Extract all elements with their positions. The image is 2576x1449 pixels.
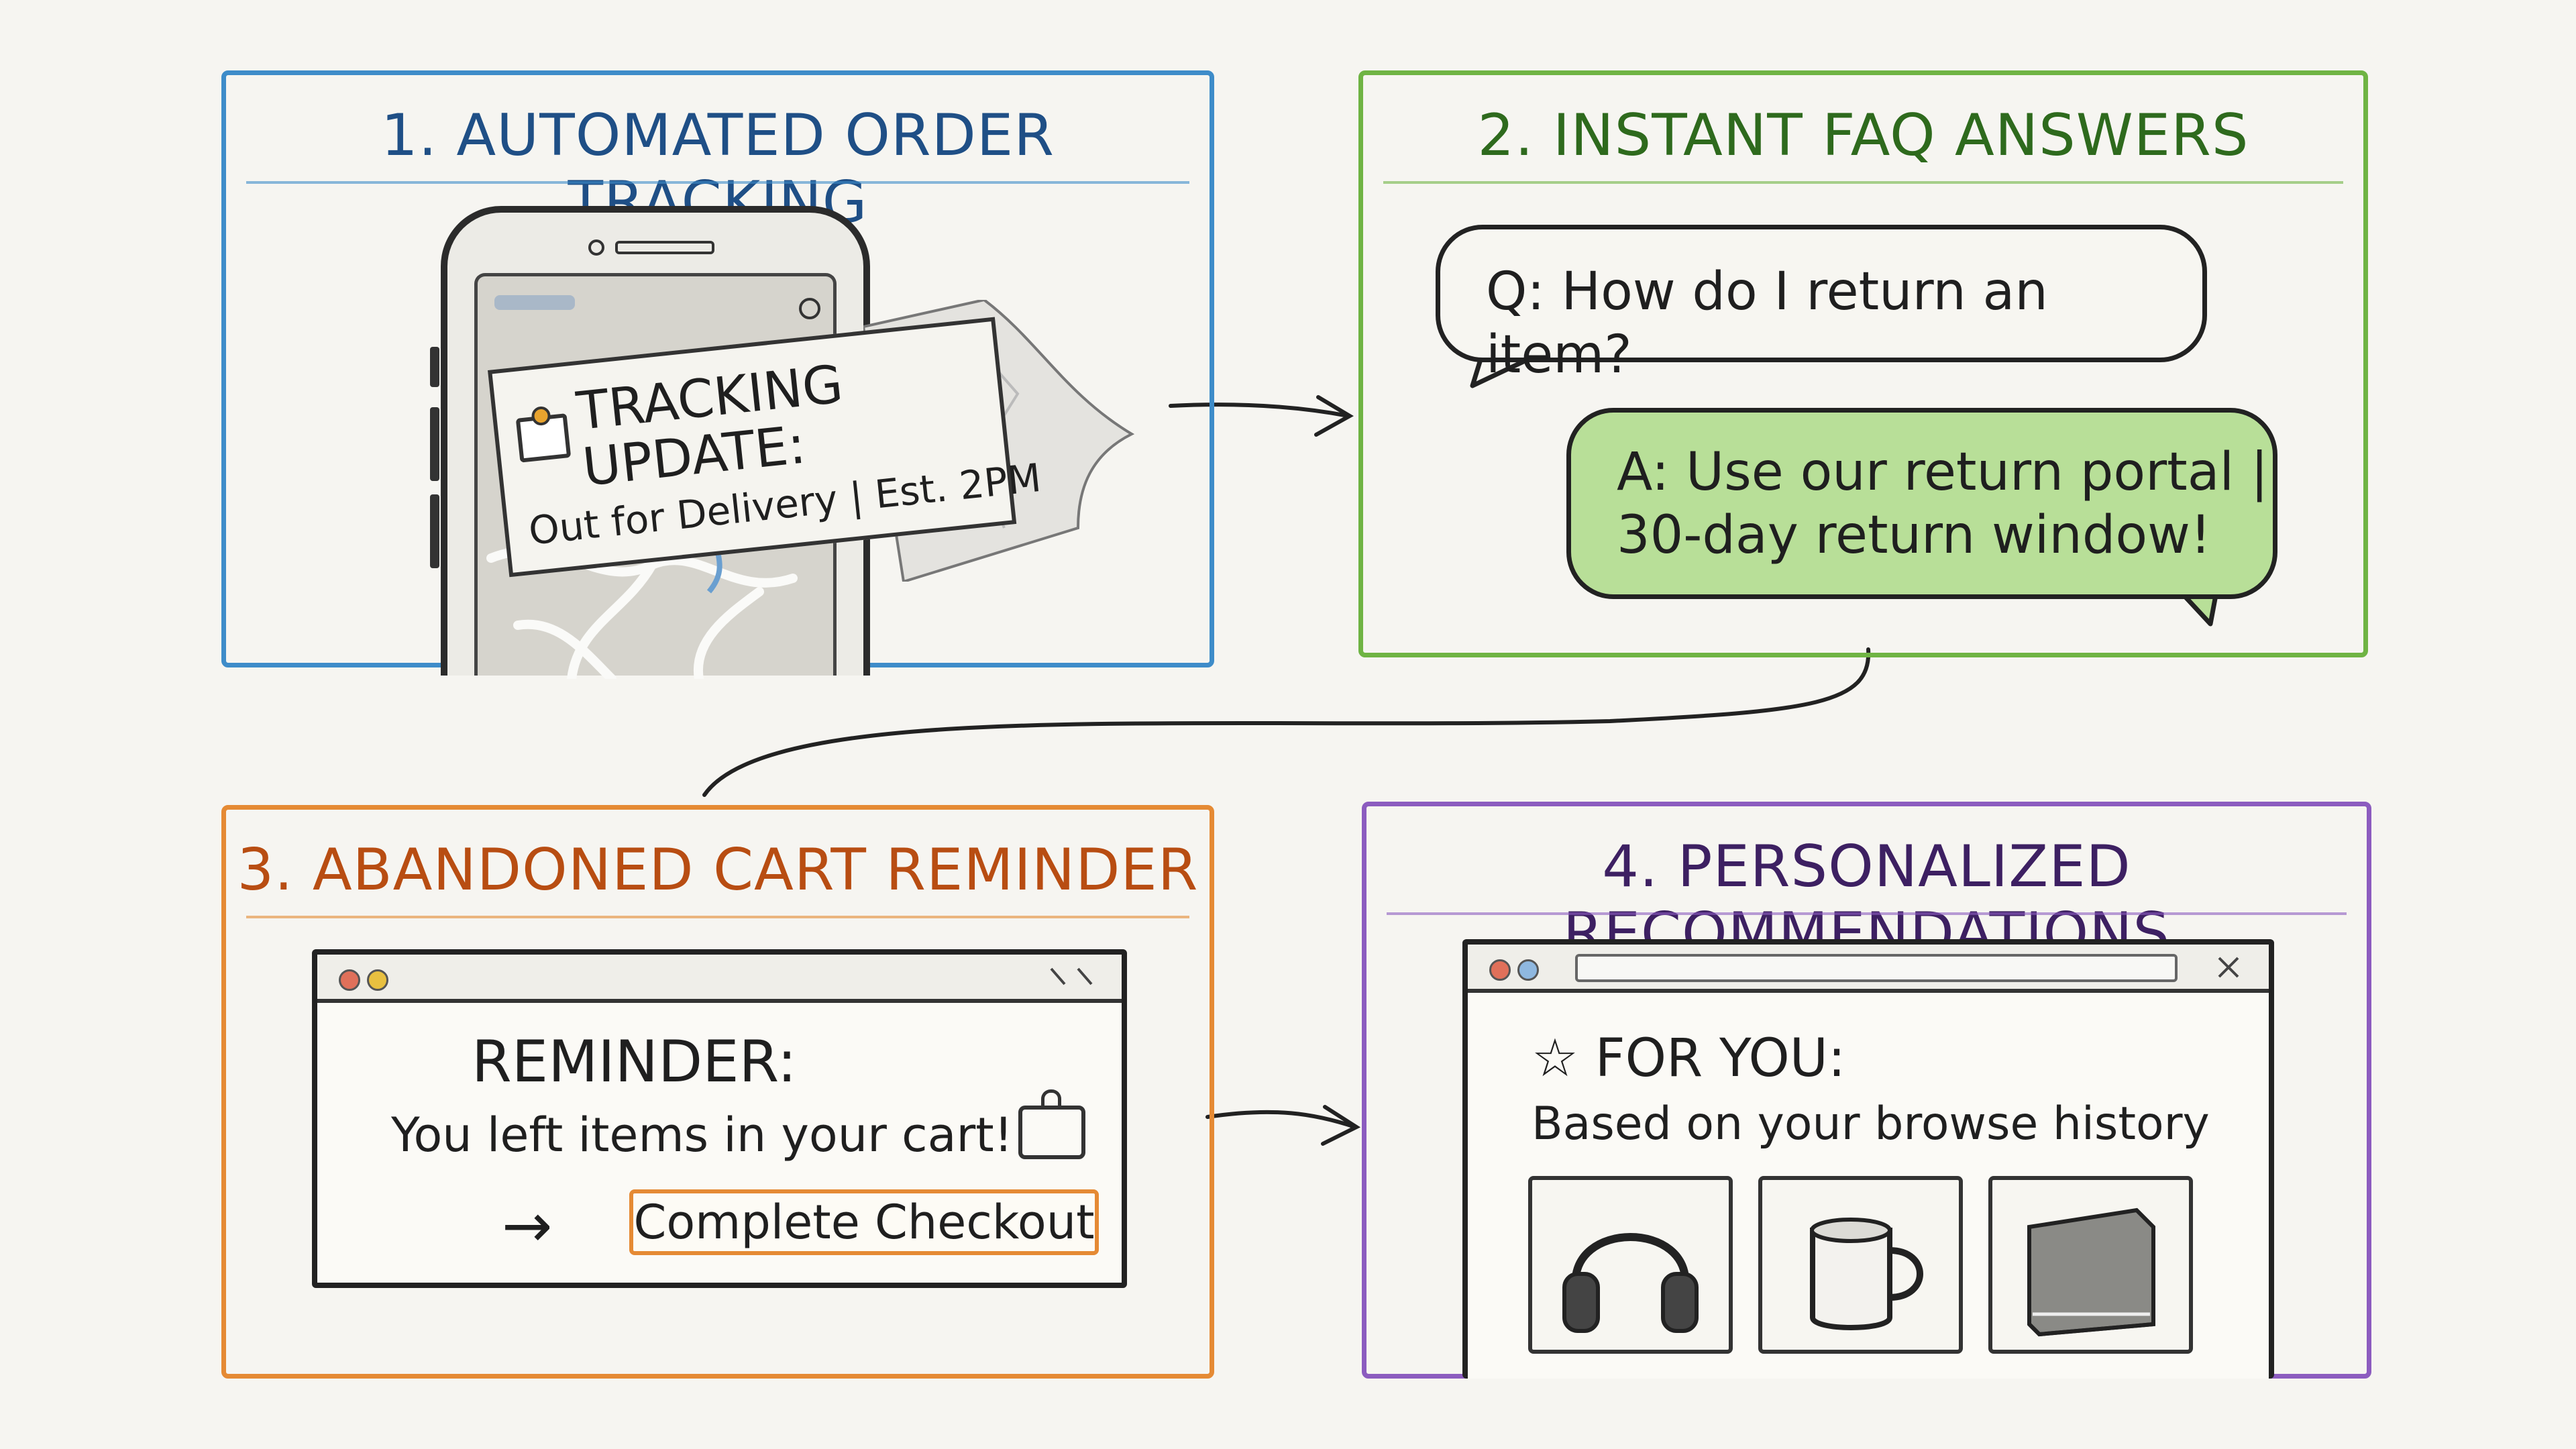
panel-abandoned-cart: 3. Abandoned Cart Reminder [221, 805, 1214, 1379]
panel-title: 2. Instant FAQ Answers [1477, 102, 2249, 169]
phone-volume-button [430, 407, 439, 481]
reminder-title: Reminder: [472, 1028, 797, 1095]
panel-title: 3. Abandoned Cart Reminder [237, 837, 1199, 904]
title-underline [1383, 181, 2343, 184]
headphones-icon [1562, 1233, 1699, 1333]
for-you-heading: ☆ For You: [1532, 1028, 1845, 1089]
complete-checkout-button[interactable]: Complete Checkout [629, 1189, 1099, 1255]
arrow-2-to-3 [702, 647, 1871, 797]
window-minimize-icon[interactable] [1517, 959, 1539, 981]
camera-icon [588, 239, 604, 256]
speaker-icon [615, 241, 714, 254]
window-minimize-icon[interactable] [367, 969, 388, 991]
product-tile[interactable] [1758, 1176, 1963, 1354]
arrow-3-to-4 [1205, 1110, 1357, 1129]
recommendation-subtitle: Based on your browse history [1532, 1097, 2210, 1150]
arrow-right-icon: → [502, 1191, 553, 1261]
answer-line: 30-day return window! [1617, 505, 2212, 566]
address-bar[interactable] [1575, 954, 2178, 982]
window-close-icon[interactable] [339, 969, 360, 991]
window-titlebar [1468, 945, 2269, 993]
panel-order-tracking: 1. Automated Order Tracking [221, 70, 1214, 679]
cart-reminder-window: Reminder: You left items in your cart! →… [312, 949, 1127, 1288]
product-tile[interactable] [1528, 1176, 1733, 1354]
reminder-body: You left items in your cart! [391, 1108, 1013, 1163]
answer-line: A: Use our return portal | [1617, 442, 2269, 502]
arrowhead-3-to-4 [1321, 1105, 1361, 1146]
title-underline [246, 181, 1189, 184]
title-underline [246, 916, 1189, 918]
shopping-bag-icon [1018, 1089, 1085, 1159]
panel-faq: 2. Instant FAQ Answers [1358, 70, 2368, 657]
phone-side-button [430, 347, 439, 387]
mug-icon [1810, 1218, 1923, 1330]
arrowhead-1-to-2 [1314, 395, 1354, 437]
book-icon [2027, 1208, 2155, 1337]
window-close-icon[interactable] [1489, 959, 1511, 981]
for-you-label: For You: [1595, 1028, 1846, 1089]
window-controls-icon [1050, 967, 1093, 985]
arrow-1-to-2 [1169, 402, 1350, 418]
recommendations-window: ☆ For You: Based on your browse history [1462, 939, 2274, 1379]
close-icon[interactable] [2215, 954, 2242, 981]
star-icon: ☆ [1532, 1028, 1595, 1089]
product-tile[interactable] [1988, 1176, 2193, 1354]
title-underline [1387, 912, 2347, 915]
window-titlebar [317, 955, 1122, 1003]
phone-volume-button [430, 494, 439, 568]
question-bubble: Q: How do I return an item? [1436, 225, 2207, 385]
answer-bubble: A: Use our return portal | 30-day return… [1566, 408, 2277, 599]
